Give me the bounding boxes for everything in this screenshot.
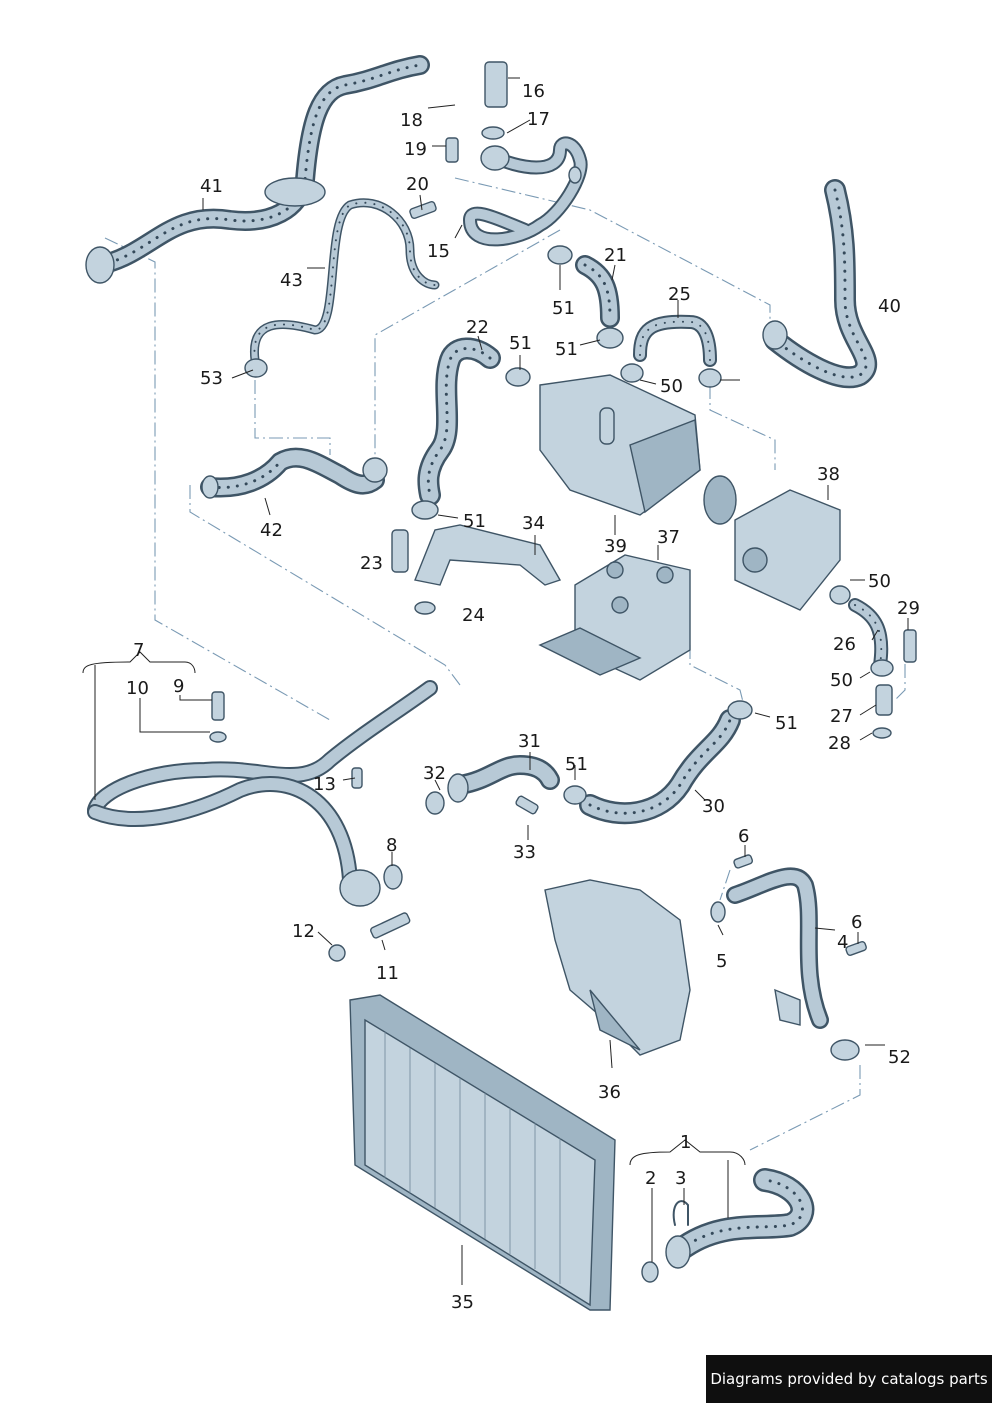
hose-22 xyxy=(417,337,501,506)
label-51d[interactable]: 51 xyxy=(463,511,486,532)
label-32[interactable]: 32 xyxy=(423,763,446,784)
label-19[interactable]: 19 xyxy=(404,139,427,160)
label-51e[interactable]: 51 xyxy=(775,713,798,734)
label-27[interactable]: 27 xyxy=(830,706,853,727)
label-34[interactable]: 34 xyxy=(522,513,545,534)
label-53[interactable]: 53 xyxy=(200,368,223,389)
label-42[interactable]: 42 xyxy=(260,520,283,541)
footer-credit: Diagrams provided by catalogs parts xyxy=(706,1355,992,1403)
label-40[interactable]: 40 xyxy=(878,296,901,317)
hose-31 xyxy=(447,755,560,803)
label-26[interactable]: 26 xyxy=(833,634,856,655)
label-28[interactable]: 28 xyxy=(828,733,851,754)
hose-40 xyxy=(762,179,877,389)
label-18[interactable]: 18 xyxy=(400,110,423,131)
housing-38 xyxy=(703,475,841,611)
label-7[interactable]: 7 xyxy=(133,640,144,661)
label-39[interactable]: 39 xyxy=(604,536,627,557)
bracket-34 xyxy=(414,524,562,586)
label-37[interactable]: 37 xyxy=(657,527,680,548)
label-20[interactable]: 20 xyxy=(406,174,429,195)
label-51a[interactable]: 51 xyxy=(552,298,575,319)
label-6b[interactable]: 6 xyxy=(851,912,862,933)
label-4[interactable]: 4 xyxy=(837,932,848,953)
hose-43 xyxy=(249,198,440,365)
label-31[interactable]: 31 xyxy=(518,731,541,752)
label-22[interactable]: 22 xyxy=(466,317,489,338)
label-51f[interactable]: 51 xyxy=(565,754,588,775)
label-10[interactable]: 10 xyxy=(126,678,149,699)
label-13[interactable]: 13 xyxy=(313,774,336,795)
hose-41 xyxy=(85,55,430,284)
label-30[interactable]: 30 xyxy=(702,796,725,817)
hose-15 xyxy=(463,136,588,247)
label-29[interactable]: 29 xyxy=(897,598,920,619)
label-17[interactable]: 17 xyxy=(527,109,550,130)
label-15[interactable]: 15 xyxy=(427,241,450,262)
label-38[interactable]: 38 xyxy=(817,464,840,485)
label-41[interactable]: 41 xyxy=(200,176,223,197)
hose-1 xyxy=(665,1168,815,1269)
label-25[interactable]: 25 xyxy=(668,284,691,305)
label-2[interactable]: 2 xyxy=(645,1168,656,1189)
pipe-4 xyxy=(726,867,829,1029)
label-1[interactable]: 1 xyxy=(680,1132,691,1153)
oil-cooler-39 xyxy=(539,374,701,516)
label-5[interactable]: 5 xyxy=(716,951,727,972)
bracket-36 xyxy=(544,879,691,1056)
label-50b[interactable]: 50 xyxy=(868,571,891,592)
label-51b[interactable]: 51 xyxy=(509,333,532,354)
label-36[interactable]: 36 xyxy=(598,1082,621,1103)
hose-21 xyxy=(575,255,620,328)
label-12[interactable]: 12 xyxy=(292,921,315,942)
radiator-35 xyxy=(349,994,616,1311)
label-50c[interactable]: 50 xyxy=(830,670,853,691)
label-33[interactable]: 33 xyxy=(513,842,536,863)
label-9[interactable]: 9 xyxy=(173,676,184,697)
fittings xyxy=(209,61,917,1283)
label-21[interactable]: 21 xyxy=(604,245,627,266)
label-51c[interactable]: 51 xyxy=(555,339,578,360)
label-3[interactable]: 3 xyxy=(675,1168,686,1189)
hose-30 xyxy=(579,709,741,825)
label-35[interactable]: 35 xyxy=(451,1292,474,1313)
label-43[interactable]: 43 xyxy=(280,270,303,291)
pipe-7 xyxy=(87,680,438,907)
footer-text: Diagrams provided by catalogs parts xyxy=(710,1370,988,1388)
label-11[interactable]: 11 xyxy=(376,963,399,984)
hose-26 xyxy=(848,598,889,672)
label-52[interactable]: 52 xyxy=(888,1047,911,1068)
part-labels: 16 17 18 19 20 41 15 21 43 25 40 51 22 5… xyxy=(126,81,920,1313)
hose-25 xyxy=(633,314,717,367)
label-6a[interactable]: 6 xyxy=(738,826,749,847)
label-8[interactable]: 8 xyxy=(386,835,397,856)
hose-42 xyxy=(200,447,388,499)
label-24[interactable]: 24 xyxy=(462,605,485,626)
label-50a[interactable]: 50 xyxy=(660,376,683,397)
oil-cooler-37 xyxy=(538,554,691,681)
label-16[interactable]: 16 xyxy=(522,81,545,102)
leader-lines xyxy=(82,77,909,1285)
label-23[interactable]: 23 xyxy=(360,553,383,574)
